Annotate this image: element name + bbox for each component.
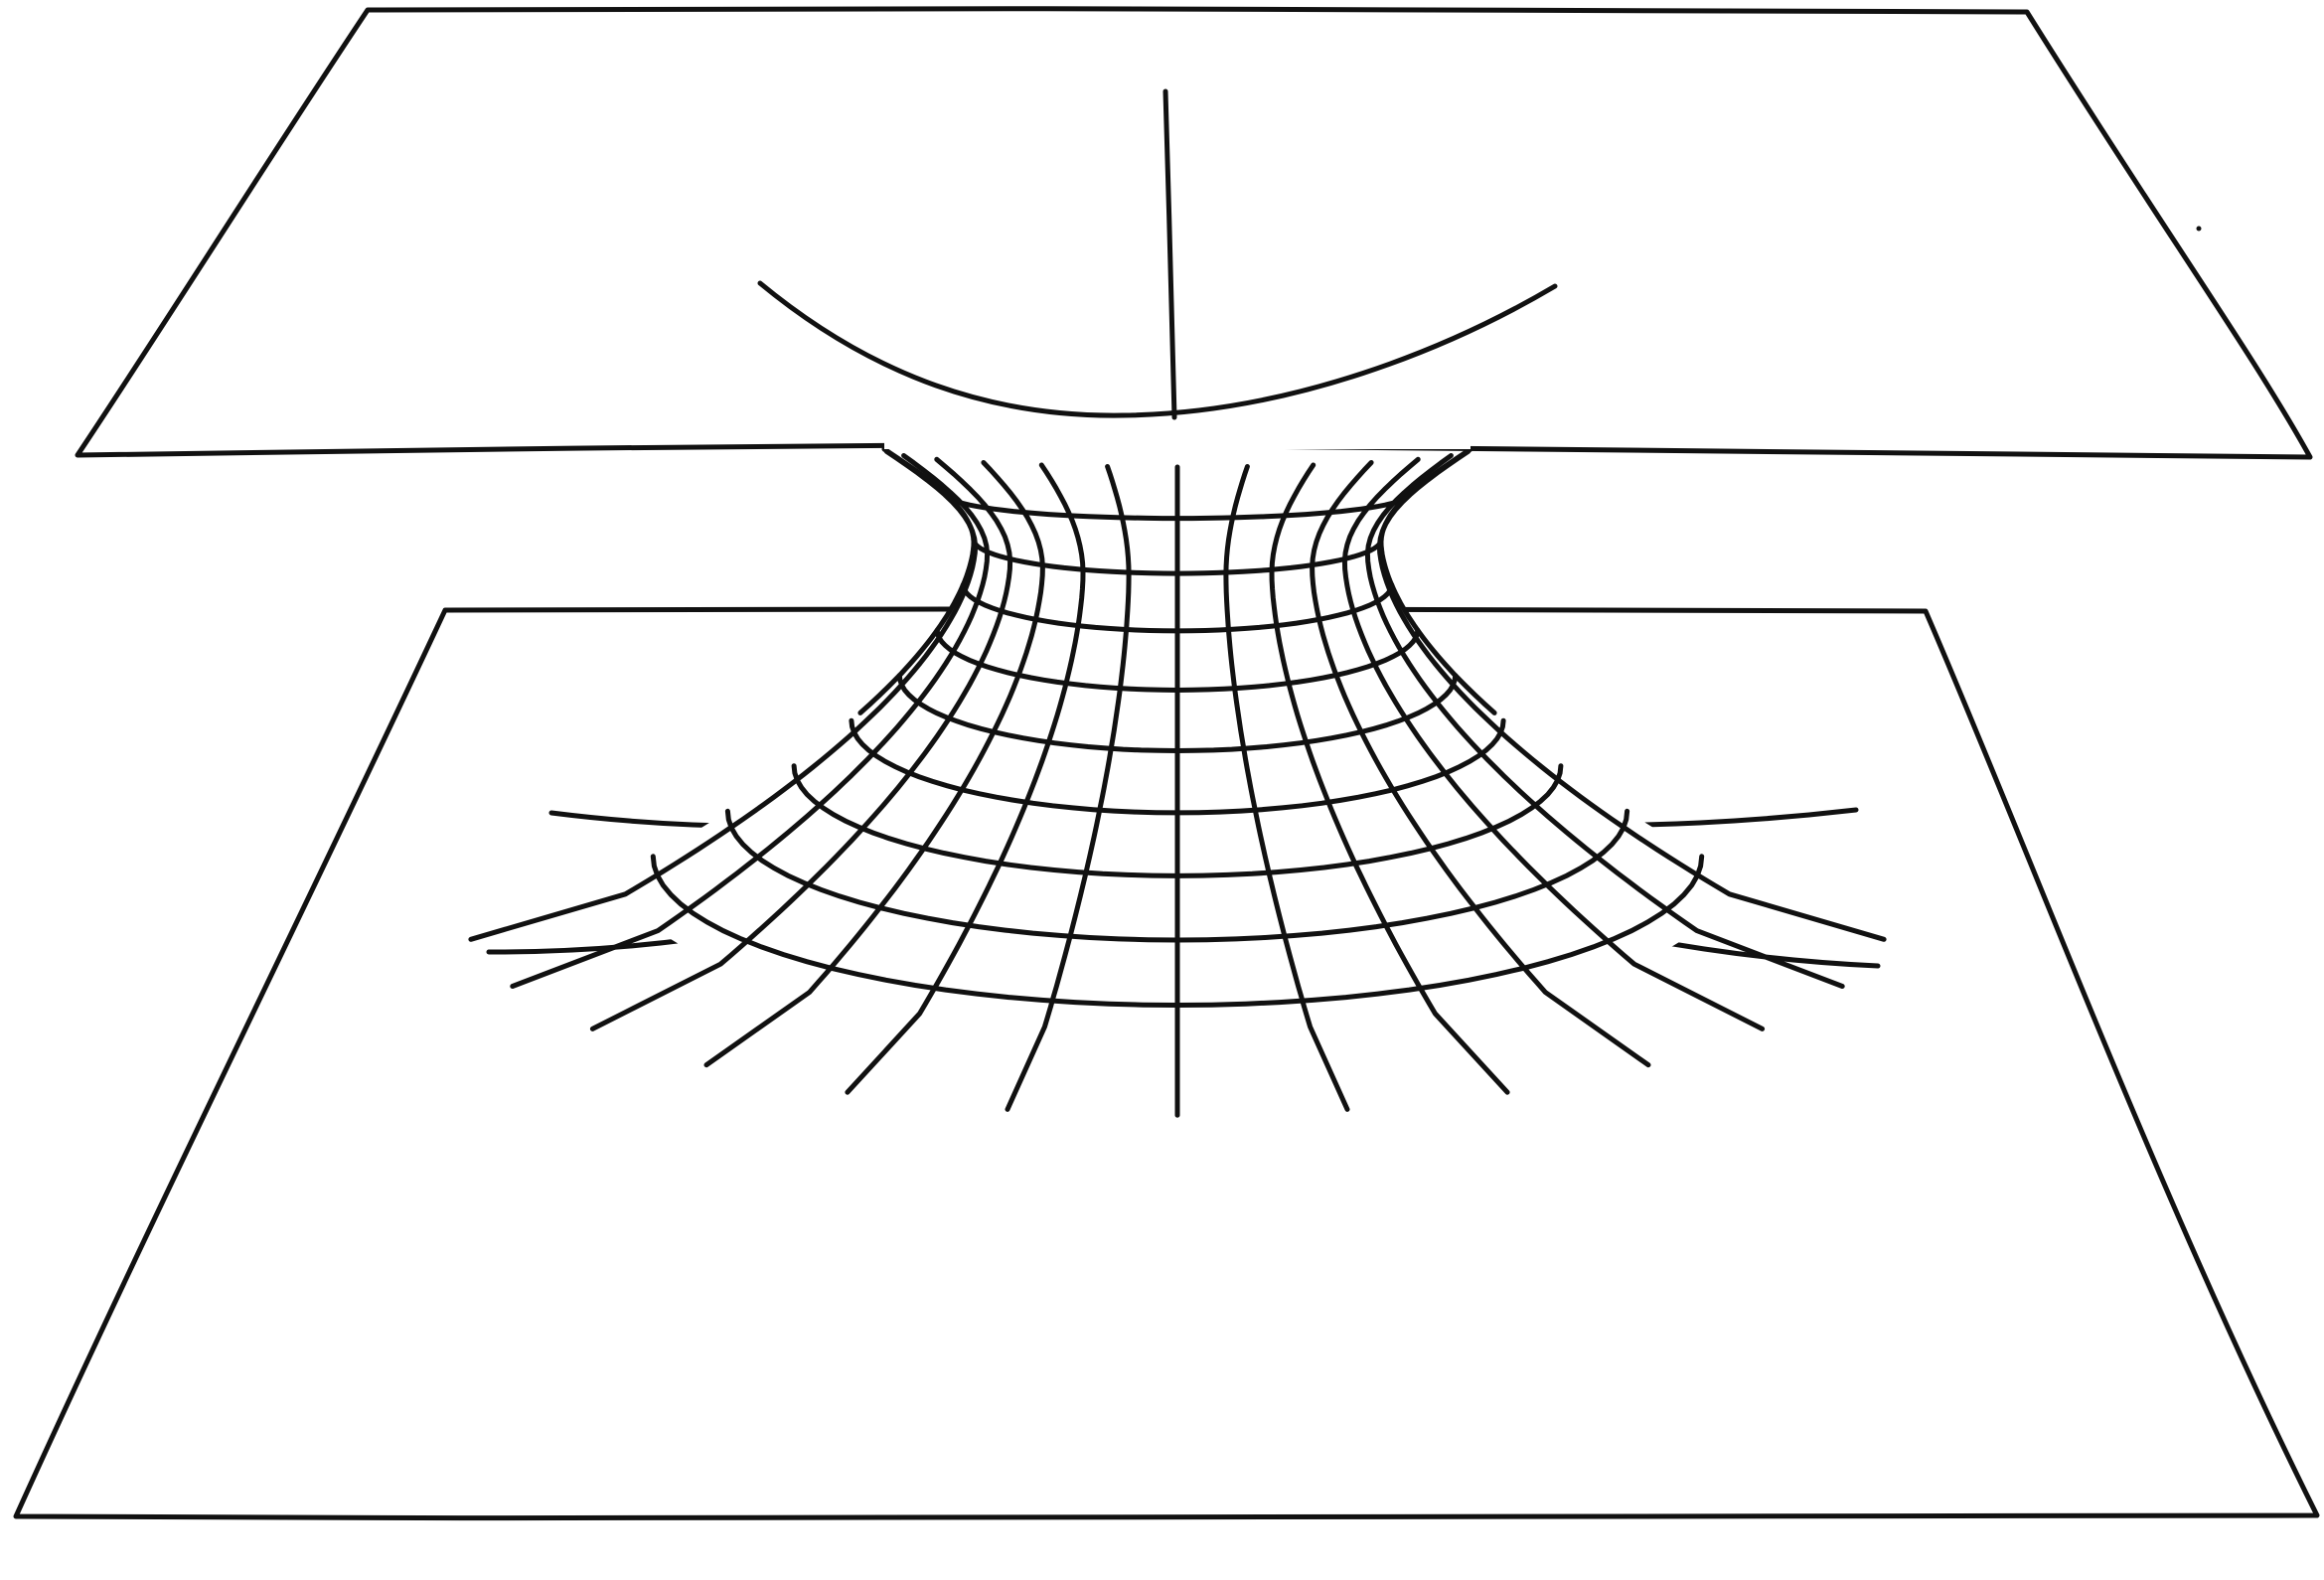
upper-sheet [77,9,2310,457]
stray-mark [2197,227,2202,232]
